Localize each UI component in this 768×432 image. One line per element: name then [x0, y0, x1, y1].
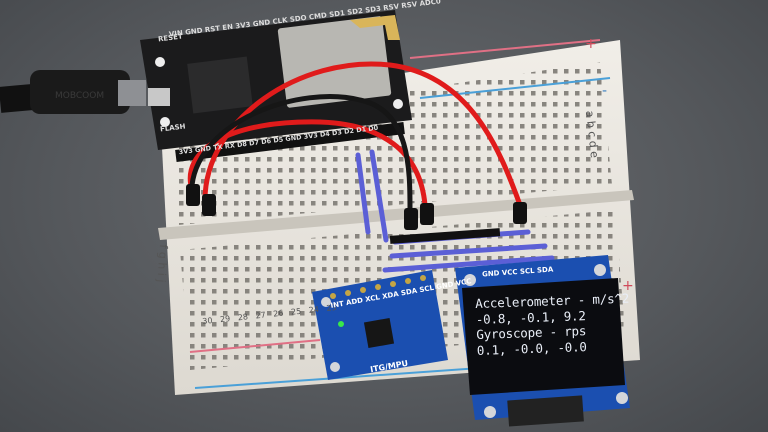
usb-cable: MOBCOOM	[0, 70, 146, 114]
oled-screen-text: Accelerometer - m/s^2 -0.8, -0.1, 9.2 Gy…	[475, 291, 629, 358]
mpu-module	[312, 270, 448, 380]
svg-text:+: +	[622, 278, 634, 294]
wire-plugs	[186, 184, 527, 244]
oled-module	[455, 255, 630, 427]
column-number: 28	[237, 312, 249, 323]
breadboard-row-letters-bottom: f g h i j	[154, 244, 170, 283]
column-number: 29	[219, 314, 231, 325]
svg-text:-: -	[602, 83, 607, 99]
nodemcu-board	[140, 10, 412, 162]
column-number: 26	[272, 308, 284, 319]
svg-text:+: +	[585, 36, 597, 52]
column-number: 27	[255, 310, 267, 321]
column-number: 25	[290, 306, 302, 317]
column-number: 24	[308, 304, 320, 315]
column-number: 30	[201, 316, 213, 327]
black-wire	[189, 94, 413, 213]
svg-text:MOBCOOM: MOBCOOM	[55, 91, 104, 101]
